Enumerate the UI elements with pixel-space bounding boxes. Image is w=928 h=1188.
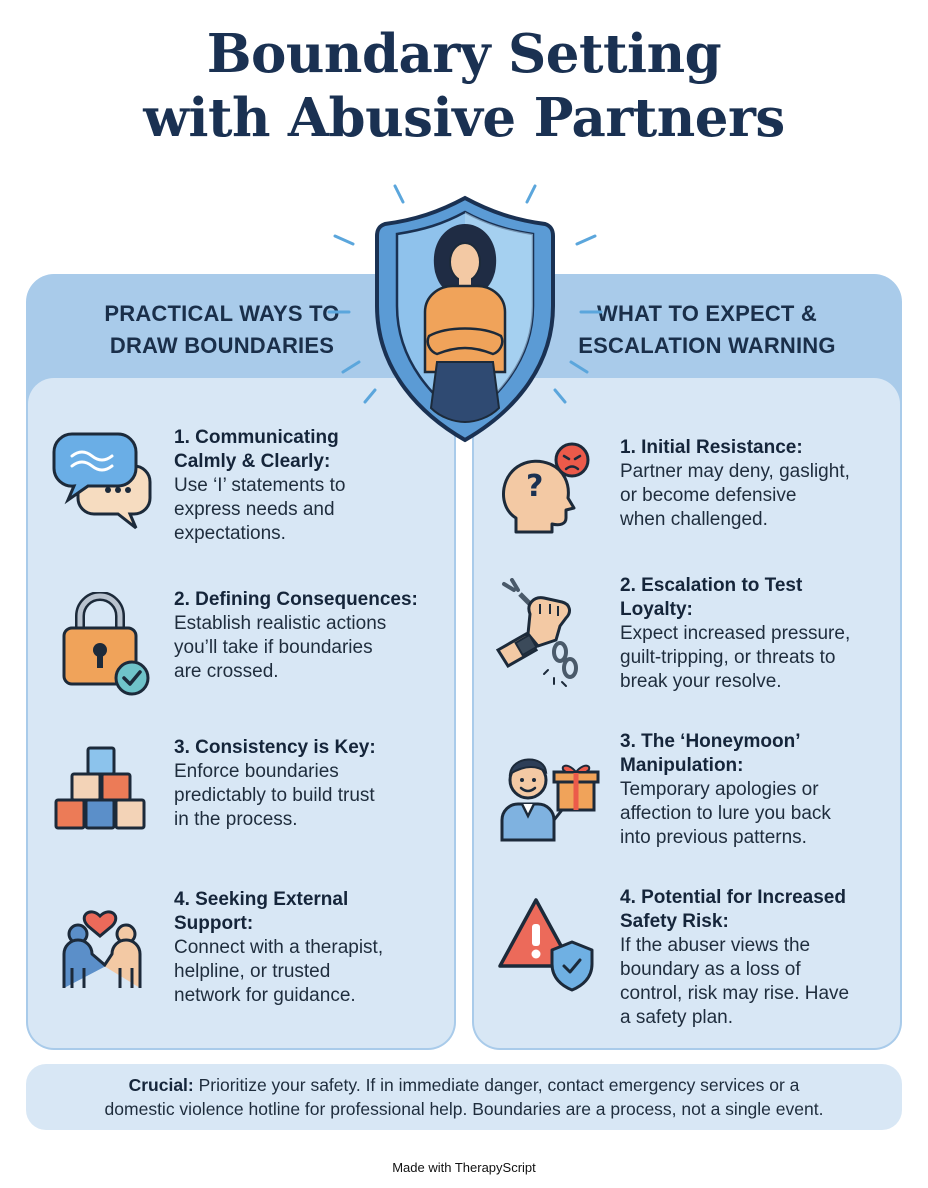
padlock-check-icon: [50, 591, 156, 702]
item-description: break your resolve.: [620, 671, 782, 692]
item-title: Manipulation:: [620, 755, 744, 776]
item-description: helpline, or trusted: [174, 961, 331, 982]
list-item: 1. Communicating Calmly & Clearly: Use ‘…: [28, 426, 454, 566]
list-item: 2. Defining Consequences: Establish real…: [28, 588, 454, 728]
what-to-expect-heading: WHAT TO EXPECT & ESCALATION WARNING: [472, 298, 902, 362]
item-title: Support:: [174, 913, 254, 934]
footer-credit: Made with TherapyScript: [392, 1160, 536, 1175]
item-description: If the abuser views the: [620, 935, 811, 956]
crucial-line-2: domestic violence hotline for profession…: [104, 1099, 824, 1119]
item-text: 3. The ‘Honeymoon’ Manipulation: Tempora…: [620, 730, 896, 850]
crucial-safety-note: Crucial: Prioritize your safety. If in i…: [26, 1064, 902, 1130]
item-title: Calmly & Clearly:: [174, 451, 331, 472]
list-item: ? 1. Initial Resistance: Partner may den…: [474, 436, 900, 576]
item-description: Partner may deny, gaslight,: [620, 461, 850, 482]
item-title: 2. Defining Consequences:: [174, 589, 418, 610]
item-title: 4. Seeking External: [174, 889, 349, 910]
item-text: 1. Initial Resistance: Partner may deny,…: [620, 436, 896, 532]
list-item: 2. Escalation to Test Loyalty: Expect in…: [474, 574, 900, 714]
what-to-expect-list: ? 1. Initial Resistance: Partner may den…: [474, 378, 900, 1048]
item-description: in the process.: [174, 809, 298, 830]
breaking-chain-fist-icon: [495, 578, 602, 688]
list-item: 4. Seeking External Support: Connect wit…: [28, 888, 454, 1028]
crucial-line-1: Crucial: Prioritize your safety. If in i…: [26, 1073, 902, 1097]
page-title: Boundary Setting with Abusive Partners: [0, 22, 928, 150]
list-item: 3. The ‘Honeymoon’ Manipulation: Tempora…: [474, 730, 900, 870]
item-description: predictably to build trust: [174, 785, 375, 806]
svg-text:?: ?: [526, 469, 543, 504]
practical-ways-list: 1. Communicating Calmly & Clearly: Use ‘…: [28, 378, 454, 1048]
stacked-blocks-icon: [50, 740, 156, 850]
heading-line: PRACTICAL WAYS TO: [104, 301, 340, 326]
heading-line: DRAW BOUNDARIES: [109, 333, 335, 358]
item-description: boundary as a loss of: [620, 959, 801, 980]
item-title: 3. The ‘Honeymoon’: [620, 731, 801, 752]
item-text: 3. Consistency is Key: Enforce boundarie…: [174, 736, 450, 832]
title-line-1: Boundary Setting: [206, 23, 722, 85]
item-title: Loyalty:: [620, 599, 693, 620]
what-to-expect-panel: WHAT TO EXPECT & ESCALATION WARNING ? 1.…: [472, 274, 902, 1050]
item-text: 4. Potential for Increased Safety Risk: …: [620, 886, 896, 1030]
heading-line: ESCALATION WARNING: [578, 333, 836, 358]
practical-ways-heading: PRACTICAL WAYS TO DRAW BOUNDARIES: [26, 298, 456, 362]
item-description: Connect with a therapist,: [174, 937, 384, 958]
crucial-label: Crucial:: [128, 1075, 194, 1095]
item-description: guilt-tripping, or threats to: [620, 647, 836, 668]
item-description: Temporary apologies or: [620, 779, 819, 800]
item-description: control, risk may rise. Have: [620, 983, 850, 1004]
item-text: 1. Communicating Calmly & Clearly: Use ‘…: [174, 426, 450, 546]
item-description: expectations.: [174, 523, 286, 544]
item-text: 2. Defining Consequences: Establish real…: [174, 588, 450, 684]
item-description: you’ll take if boundaries: [174, 637, 373, 658]
list-item: 4. Potential for Increased Safety Risk: …: [474, 886, 900, 1028]
item-text: 2. Escalation to Test Loyalty: Expect in…: [620, 574, 896, 694]
list-item: 3. Consistency is Key: Enforce boundarie…: [28, 736, 454, 876]
item-title: 1. Communicating: [174, 427, 339, 448]
item-description: Expect increased pressure,: [620, 623, 851, 644]
item-description: Establish realistic actions: [174, 613, 387, 634]
crucial-text: Prioritize your safety. If in immediate …: [193, 1075, 800, 1095]
support-people-heart-icon: [50, 892, 156, 1002]
item-description: network for guidance.: [174, 985, 356, 1006]
item-description: a safety plan.: [620, 1007, 734, 1028]
item-title: Safety Risk:: [620, 911, 729, 932]
warning-shield-icon: [496, 890, 602, 1000]
head-question-angry-icon: ?: [496, 440, 602, 550]
item-description: Enforce boundaries: [174, 761, 339, 782]
item-description: Use ‘I’ statements to: [174, 475, 346, 496]
chat-bubbles-icon: [50, 430, 156, 540]
title-line-2: with Abusive Partners: [143, 87, 785, 149]
item-description: or become defensive: [620, 485, 797, 506]
practical-ways-panel: PRACTICAL WAYS TO DRAW BOUNDARIES 1. Com…: [26, 274, 456, 1050]
item-title: 1. Initial Resistance:: [620, 437, 803, 458]
item-description: into previous patterns.: [620, 827, 807, 848]
item-description: express needs and: [174, 499, 335, 520]
item-description: affection to lure you back: [620, 803, 831, 824]
item-text: 4. Seeking External Support: Connect wit…: [174, 888, 450, 1008]
item-description: when challenged.: [620, 509, 768, 530]
man-with-gift-icon: [496, 734, 602, 844]
item-title: 2. Escalation to Test: [620, 575, 803, 596]
item-description: are crossed.: [174, 661, 279, 682]
woman-in-shield-icon: [325, 176, 605, 456]
item-title: 4. Potential for Increased: [620, 887, 846, 908]
item-title: 3. Consistency is Key:: [174, 737, 376, 758]
heading-line: WHAT TO EXPECT &: [597, 301, 817, 326]
